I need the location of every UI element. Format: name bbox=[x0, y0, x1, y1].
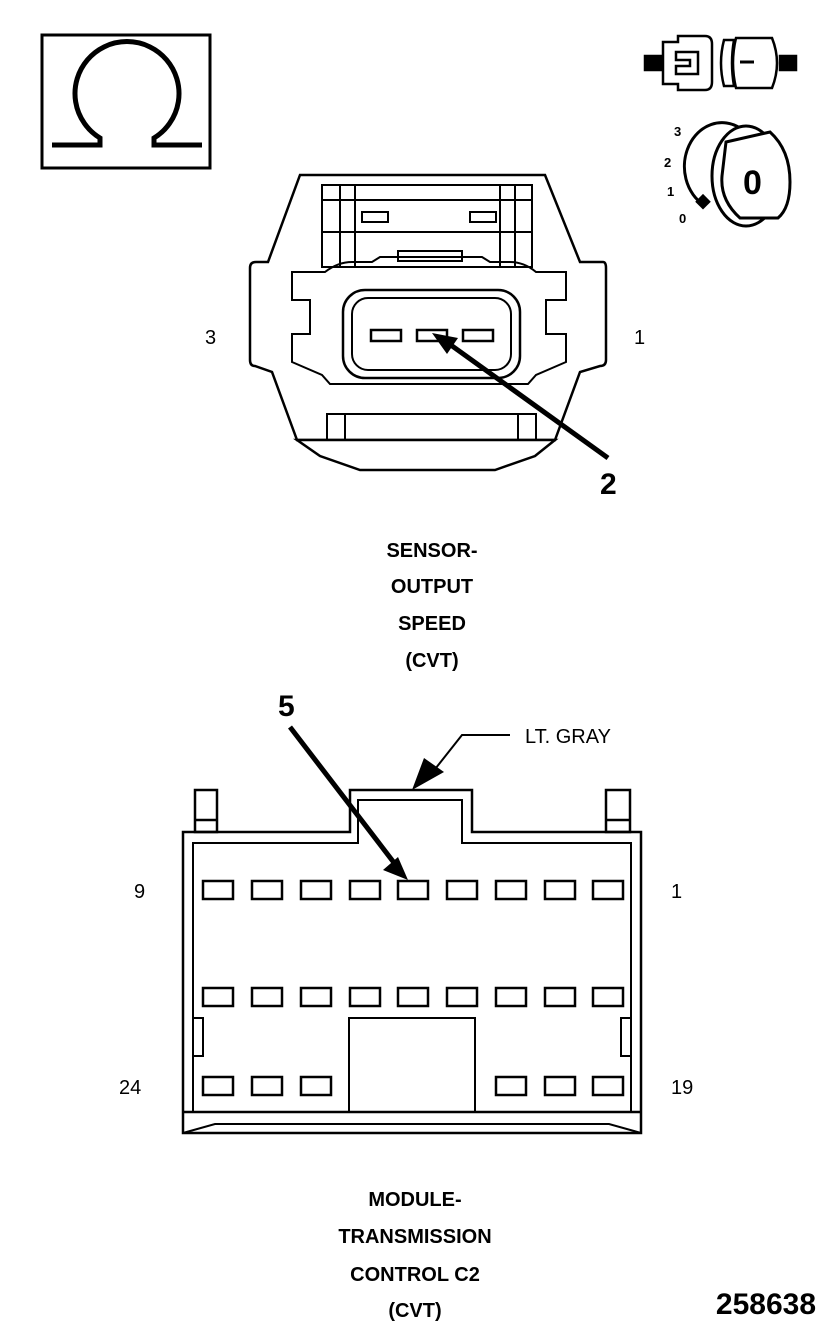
svg-text:(CVT): (CVT) bbox=[405, 650, 458, 672]
wire-color-label: LT. GRAY bbox=[525, 726, 611, 748]
module-pin-24-label: 24 bbox=[119, 1077, 141, 1099]
ignition-key-icon: 3 2 1 0 0 bbox=[664, 121, 792, 228]
svg-text:(CVT): (CVT) bbox=[388, 1300, 441, 1322]
module-pin-1-label: 1 bbox=[671, 881, 682, 903]
svg-text:CONTROL C2: CONTROL C2 bbox=[350, 1264, 480, 1286]
ignition-position-0: 0 bbox=[679, 211, 686, 226]
module-pin-9-label: 9 bbox=[134, 881, 145, 903]
sensor-caption: SENSOR- OUTPUT SPEED (CVT) bbox=[386, 540, 477, 672]
module-callout-arrow bbox=[288, 725, 408, 880]
ignition-position-3: 3 bbox=[674, 124, 681, 139]
sensor-pin-3-label: 3 bbox=[205, 327, 216, 349]
ignition-position-2: 2 bbox=[664, 155, 671, 170]
svg-text:OUTPUT: OUTPUT bbox=[391, 576, 473, 598]
svg-text:TRANSMISSION: TRANSMISSION bbox=[338, 1226, 491, 1248]
sensor-callout-arrow bbox=[432, 333, 610, 461]
wire-color-leader bbox=[412, 734, 510, 790]
svg-text:SENSOR-: SENSOR- bbox=[386, 540, 477, 562]
svg-text:MODULE-: MODULE- bbox=[368, 1189, 461, 1211]
ignition-key-label: 0 bbox=[743, 164, 762, 202]
sensor-pin-1-label: 1 bbox=[634, 327, 645, 349]
connector-disconnected-icon bbox=[643, 34, 798, 92]
module-callout-number: 5 bbox=[278, 690, 295, 723]
ohm-meter-icon bbox=[40, 33, 212, 170]
sensor-connector bbox=[248, 173, 608, 472]
module-pin-19-label: 19 bbox=[671, 1077, 693, 1099]
module-connector bbox=[181, 788, 643, 1135]
sensor-callout-number: 2 bbox=[600, 468, 617, 501]
ignition-position-1: 1 bbox=[667, 184, 674, 199]
figure-number: 258638 bbox=[716, 1288, 816, 1321]
module-caption: MODULE- TRANSMISSION CONTROL C2 (CVT) bbox=[338, 1189, 491, 1322]
module-pin-cavities bbox=[201, 879, 625, 1097]
svg-text:SPEED: SPEED bbox=[398, 613, 466, 635]
